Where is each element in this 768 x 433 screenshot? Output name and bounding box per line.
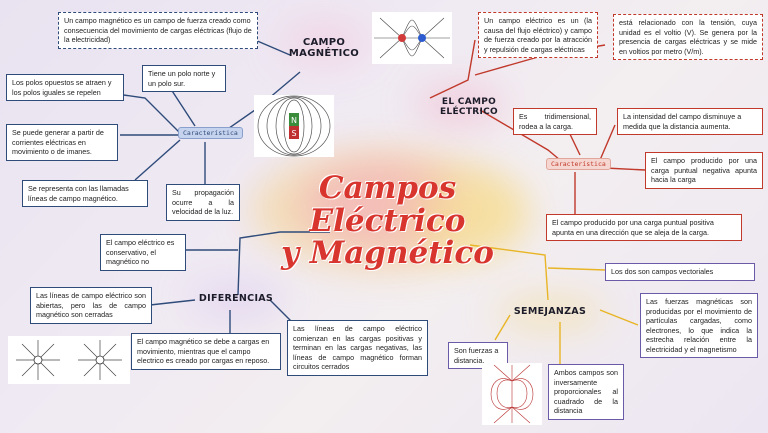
magnetic-heading: CAMPO MAGNÉTICO [276, 26, 372, 70]
magnet-south-label: S [291, 129, 296, 138]
magnet-north-label: N [291, 116, 297, 125]
difference-open-closed: Las líneas de campo eléctrico son abiert… [30, 287, 152, 324]
line-feat-3 [134, 139, 181, 181]
magnet-field-image: N S [254, 95, 334, 157]
similarities-heading: SEMEJANZAS [513, 305, 587, 317]
line-elec-f3 [604, 167, 646, 171]
electric-definition: Un campo eléctrico es un (la causa del f… [478, 12, 598, 58]
line-sim-2 [599, 309, 639, 326]
difference-conservative: El campo eléctrico es conservativo, el m… [100, 234, 186, 271]
dipole-field-image [372, 12, 452, 64]
bg-blob [495, 295, 605, 331]
magnetic-definition: Un campo magnético es un campo de fuerza… [58, 12, 258, 49]
main-title: Campos Eléctrico y Magnético [250, 172, 525, 270]
line-elec-def [429, 39, 476, 99]
differences-heading: DIFERENCIAS [198, 292, 274, 304]
magnetic-feature-generation: Se puede generar a partir de corrientes … [6, 124, 118, 161]
electric-voltage-note: está relacionado con la tensión, cuya un… [613, 14, 763, 60]
line-sim-main [469, 244, 549, 301]
difference-start-end: Las líneas de campo eléctrico comienzan … [287, 320, 428, 376]
main-title-line2: y Magnético [281, 235, 494, 272]
line-elec-f2 [599, 124, 616, 161]
electric-characteristic-tag: Característica [546, 158, 611, 170]
electric-feature-negative: El campo producido por una carga puntual… [645, 152, 763, 189]
electric-heading: EL CAMPO ELÉCTRICO [424, 88, 514, 126]
magnetic-heading-line1: CAMPO [302, 37, 346, 48]
magnetic-feature-propagation: Su propagación ocurre a la velocidad de … [166, 184, 240, 221]
similarity-inverse-square: Ambos campos son inversamente proporcion… [548, 364, 624, 420]
bg-blob [410, 175, 530, 255]
bg-blob [190, 282, 285, 318]
magnetic-characteristic-tag: Característica [178, 127, 243, 139]
line-elec-tag [479, 109, 561, 161]
line-mag-def [254, 39, 291, 56]
line-diff-2 [149, 299, 196, 306]
bg-blob [280, 20, 370, 65]
line-sim-1 [547, 267, 606, 271]
point-charges-image [8, 336, 130, 384]
electric-feature-positive: El campo producido por una carga puntual… [546, 214, 742, 241]
line-diff-main [237, 231, 330, 296]
magnetic-feature-lines: Se representa con las llamadas líneas de… [22, 180, 148, 207]
electric-heading-line2: ELÉCTRICO [439, 107, 498, 117]
similarity-vector-fields: Los dos son campos vectoriales [605, 263, 755, 281]
electric-feature-intensity: La intensidad del campo disminuye a medi… [617, 108, 763, 135]
dipole-lines-image [482, 363, 542, 425]
line-sim-3 [494, 314, 511, 341]
magnetic-feature-poles: Los polos opuestos se atraen y los polos… [6, 74, 124, 101]
magnetic-feature-north-south: Tiene un polo norte y un polo sur. [142, 65, 226, 92]
electric-feature-3d: Es tridimensional, rodea a la carga. [513, 108, 597, 135]
main-title-line1: Campos Eléctrico [309, 170, 466, 239]
difference-moving-charges: El campo magnético se debe a cargas en m… [131, 333, 281, 370]
similarity-magnetic-forces: Las fuerzas magnéticas son producidas po… [640, 293, 758, 358]
electric-heading-line1: EL CAMPO [441, 97, 497, 107]
magnetic-heading-line2: MAGNÉTICO [288, 48, 360, 59]
bg-blob [415, 85, 505, 125]
